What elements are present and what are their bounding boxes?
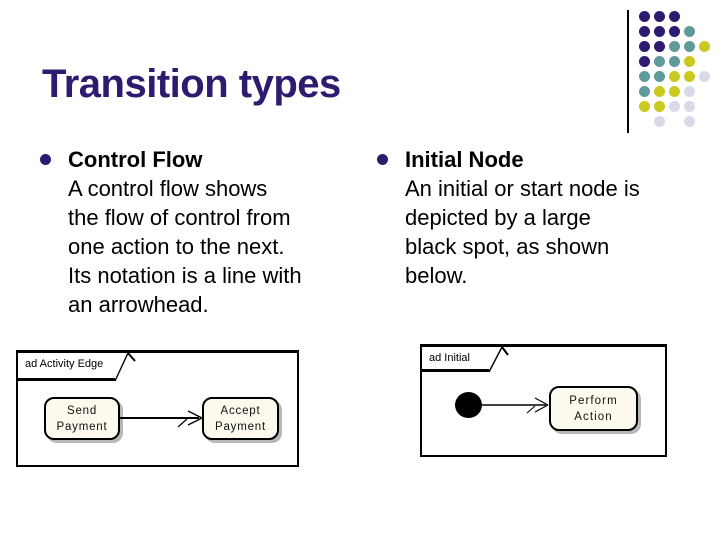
- decor-dot: [639, 71, 650, 82]
- frame-label: ad Activity Edge: [25, 358, 104, 370]
- decor-dot: [669, 86, 680, 97]
- bullet-item-initial-node: Initial Node An initial or start node is…: [377, 145, 697, 290]
- node-label-line: Payment: [215, 420, 266, 433]
- control-flow-arrow-icon: [118, 410, 203, 428]
- decor-dot: [699, 71, 710, 82]
- decor-dot: [639, 86, 650, 97]
- decor-dot: [699, 41, 710, 52]
- node-label-line: Action: [574, 410, 613, 423]
- decor-dot: [669, 71, 680, 82]
- bullet-text-line: A control flow shows: [68, 176, 268, 201]
- page-title: Transition types: [42, 62, 341, 106]
- decor-dot: [654, 11, 665, 22]
- decor-vertical-line: [627, 10, 629, 133]
- decor-dot: [639, 56, 650, 67]
- decor-dot: [669, 11, 680, 22]
- bullet-text-line: an arrowhead.: [68, 292, 209, 317]
- decor-dot: [684, 86, 695, 97]
- decor-dot: [684, 41, 695, 52]
- decor-dot: [654, 56, 665, 67]
- uml-node-send-payment: Send Payment: [44, 397, 120, 440]
- decor-dot: [639, 26, 650, 37]
- decor-dot: [654, 41, 665, 52]
- decor-dot: [684, 71, 695, 82]
- initial-node-black-spot-icon: [455, 392, 482, 418]
- frame-tab-shape: [17, 352, 136, 382]
- decor-dot: [654, 71, 665, 82]
- bullet-text-line: the flow of control from: [68, 205, 291, 230]
- decor-dot: [684, 56, 695, 67]
- node-label-line: Send: [66, 404, 98, 417]
- decor-dot: [654, 101, 665, 112]
- bullet-text-line: Its notation is a line with: [68, 263, 302, 288]
- decor-dot: [684, 116, 695, 127]
- dot-grid-decoration: [639, 11, 714, 136]
- decor-dot: [684, 26, 695, 37]
- decor-dot: [654, 26, 665, 37]
- node-label-line: Perform: [569, 394, 618, 407]
- decor-dot: [639, 101, 650, 112]
- bullet-icon: [377, 154, 388, 165]
- bullet-text-line: depicted by a large: [405, 205, 591, 230]
- frame-label: ad Initial: [429, 352, 470, 364]
- uml-frame-initial: ad Initial Perform Action: [420, 344, 667, 457]
- bullet-heading-control-flow: Control Flow: [68, 147, 203, 172]
- decor-dot: [669, 26, 680, 37]
- bullet-icon: [40, 154, 51, 165]
- control-flow-arrow-icon: [482, 397, 549, 414]
- bullet-text-line: An initial or start node is: [405, 176, 640, 201]
- decor-dot: [684, 101, 695, 112]
- node-label-line: Accept: [220, 404, 261, 417]
- decor-dot: [639, 41, 650, 52]
- bullet-heading-initial-node: Initial Node: [405, 147, 524, 172]
- bullet-item-control-flow: Control Flow A control flow shows the fl…: [40, 145, 360, 319]
- uml-node-accept-payment: Accept Payment: [202, 397, 279, 440]
- decor-dot: [654, 86, 665, 97]
- frame-tab-shape: [421, 346, 509, 373]
- bullet-text-line: one action to the next.: [68, 234, 285, 259]
- decor-dot: [669, 41, 680, 52]
- decor-dot: [669, 101, 680, 112]
- bullet-text-line: black spot, as shown: [405, 234, 610, 259]
- uml-frame-activity-edge: ad Activity Edge Send Payment Accept Pay…: [16, 350, 299, 467]
- bullet-text-line: below.: [405, 263, 468, 288]
- uml-node-perform-action: Perform Action: [549, 386, 638, 431]
- node-label-line: Payment: [56, 420, 108, 433]
- decor-dot: [639, 11, 650, 22]
- decor-dot: [669, 56, 680, 67]
- decor-dot: [654, 116, 665, 127]
